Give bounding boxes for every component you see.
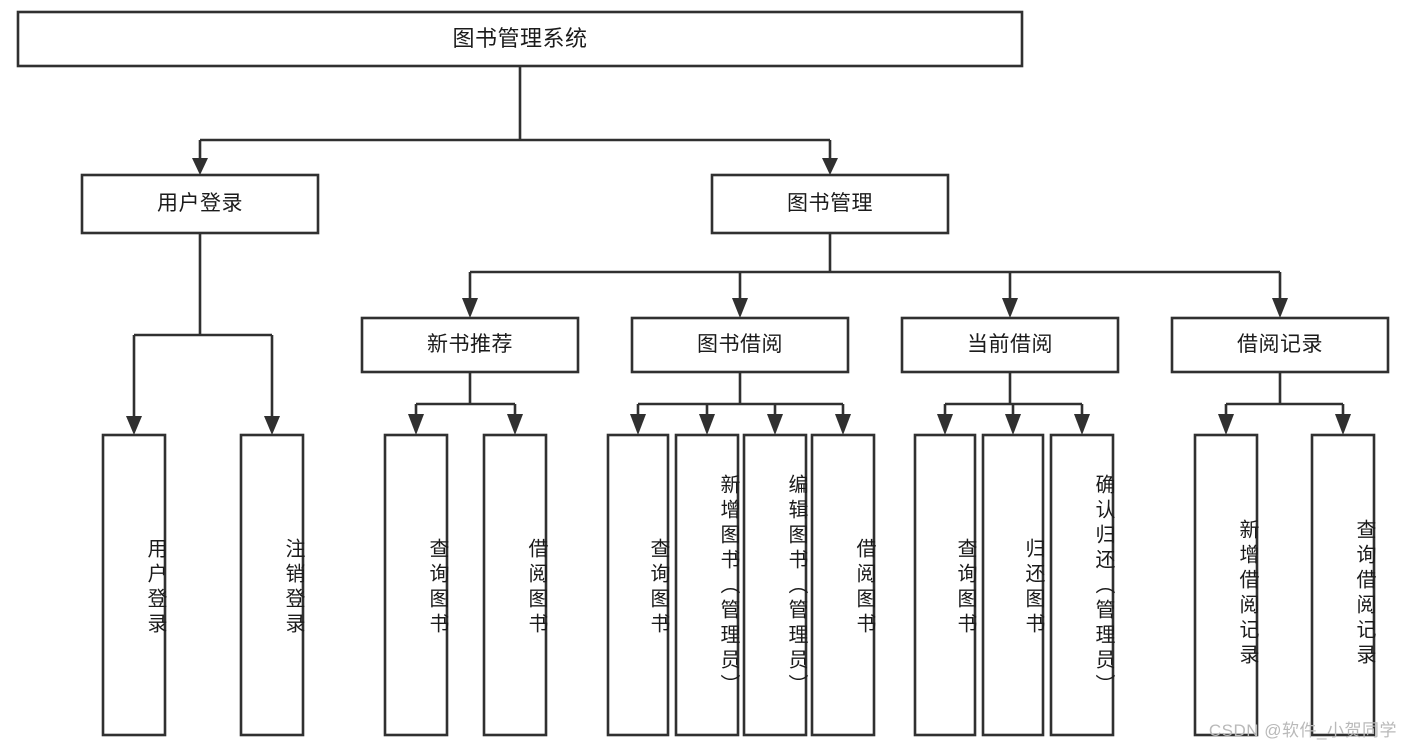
node-box-leaf-borrow-record-0[interactable] bbox=[1193, 433, 1259, 737]
node-box-new-book-recommend[interactable] bbox=[360, 316, 580, 374]
node-box-leaf-book-borrow-2[interactable] bbox=[742, 433, 808, 737]
node-box-leaf-current-borrow-0[interactable] bbox=[913, 433, 977, 737]
node-box-leaf-borrow-record-1[interactable] bbox=[1310, 433, 1376, 737]
node-box-leaf-book-borrow-1[interactable] bbox=[674, 433, 740, 737]
node-box-leaf-book-borrow-0[interactable] bbox=[606, 433, 670, 737]
connector-borrow-record-to-leaves bbox=[1218, 372, 1351, 435]
connector-user-login-to-leaves bbox=[126, 233, 280, 435]
node-box-leaf-user-login-0[interactable] bbox=[101, 433, 167, 737]
node-box-leaf-book-borrow-3[interactable] bbox=[810, 433, 876, 737]
node-box-leaf-current-borrow-1[interactable] bbox=[981, 433, 1045, 737]
node-box-book-borrow[interactable] bbox=[630, 316, 850, 374]
connector-book-management-to-level3 bbox=[462, 233, 1288, 318]
connector-new-book-to-leaves bbox=[408, 372, 523, 435]
node-box-root[interactable] bbox=[16, 10, 1024, 68]
node-box-leaf-user-login-1[interactable] bbox=[239, 433, 305, 737]
node-box-leaf-new-book-1[interactable] bbox=[482, 433, 548, 737]
node-box-leaf-new-book-0[interactable] bbox=[383, 433, 449, 737]
watermark-text: CSDN @软件_小贺同学 bbox=[1208, 721, 1397, 740]
node-box-leaf-current-borrow-2[interactable] bbox=[1049, 433, 1115, 737]
node-box-user-login[interactable] bbox=[80, 173, 320, 235]
connector-current-borrow-to-leaves bbox=[937, 372, 1090, 435]
connector-book-borrow-to-leaves bbox=[630, 372, 851, 435]
connector-root-to-level2 bbox=[192, 66, 838, 175]
node-box-current-borrow[interactable] bbox=[900, 316, 1120, 374]
node-box-book-management[interactable] bbox=[710, 173, 950, 235]
node-box-borrow-record[interactable] bbox=[1170, 316, 1390, 374]
